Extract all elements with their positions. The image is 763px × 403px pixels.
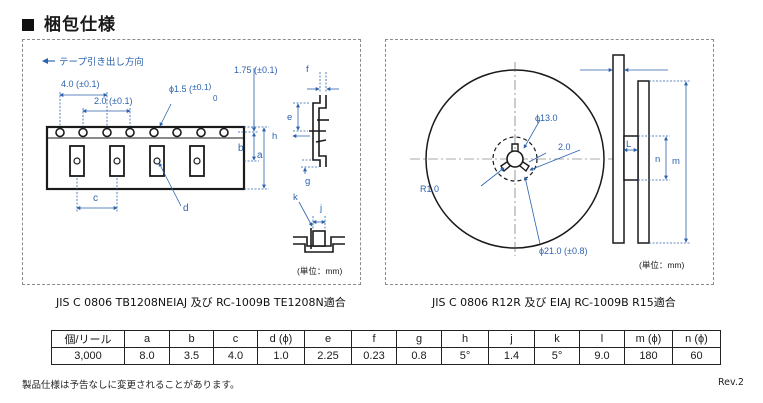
right-diagram-caption: JIS C 0806 R12R 及び EIAJ RC-1009B R15適合 xyxy=(432,296,676,309)
dim-g-label: g xyxy=(305,176,310,187)
dim-p0-label: 4.0 (±0.1) xyxy=(61,79,99,89)
reel-hole-diameter-label: ϕ21.0 (±0.8) xyxy=(539,246,588,256)
left-unit-label: (単位：mm) xyxy=(297,266,342,276)
table-header-cell: e xyxy=(304,330,352,348)
dim-e-pitch-label: 1.75 (±0.1) xyxy=(234,65,277,75)
left-diagram-caption: JIS C 0806 TB1208NEIAJ 及び RC-1009B TE120… xyxy=(56,296,346,309)
table-row: 3,000 8.0 3.5 4.0 1.0 2.25 0.23 0.8 5° 1… xyxy=(51,347,721,365)
tape-side-view xyxy=(309,95,329,167)
dim-L-label: L xyxy=(626,139,631,150)
table-cell: 8.0 xyxy=(124,347,170,365)
table-header-cell: m (ϕ) xyxy=(624,330,673,348)
hub-diameter-label: ϕ13.0 xyxy=(535,113,558,123)
dim-n-label: n xyxy=(655,154,660,165)
table-header-cell: d (ϕ) xyxy=(257,330,305,348)
revision-label: Rev.2 xyxy=(718,377,744,388)
table-header-cell: g xyxy=(396,330,442,348)
table-cell: 0.8 xyxy=(396,347,442,365)
table-cell: 180 xyxy=(624,347,673,365)
table-cell: 3,000 xyxy=(51,347,125,365)
slot-width-label: 2.0 xyxy=(558,142,571,152)
tape-diagram-panel: テープ引き出し方向 xyxy=(22,39,361,285)
disclaimer-note: 製品仕様は予告なしに変更されることがあります。 xyxy=(22,380,240,391)
table-header-cell: b xyxy=(169,330,214,348)
tape-direction-arrow: テープ引き出し方向 xyxy=(42,56,144,68)
dim-d-label: d xyxy=(183,203,189,214)
dim-j-label: j xyxy=(319,203,322,214)
table-cell: 0.23 xyxy=(351,347,397,365)
packaging-spec-table: 個/リール a b c d (ϕ) e f g h j k l m (ϕ) n … xyxy=(51,330,721,365)
component-detail-view: j k xyxy=(293,192,345,253)
reel-drawing: ϕ13.0 2.0 R1.0 ϕ21.0 (±0.8) L n m (単位：mm… xyxy=(410,54,690,270)
table-header-cell: 個/リール xyxy=(51,330,125,348)
reel-diagram-panel: ϕ13.0 2.0 R1.0 ϕ21.0 (±0.8) L n m (単位：mm… xyxy=(385,39,714,285)
dim-a-label: a xyxy=(257,150,263,161)
table-header-cell: h xyxy=(441,330,489,348)
table-cell: 60 xyxy=(672,347,721,365)
table-header-cell: f xyxy=(351,330,397,348)
table-cell: 3.5 xyxy=(169,347,214,365)
dim-h-label: h xyxy=(272,131,277,142)
table-cell: 5° xyxy=(534,347,580,365)
table-cell: 5° xyxy=(441,347,489,365)
carrier-tape-drawing: テープ引き出し方向 xyxy=(42,56,345,276)
dim-m-label: m xyxy=(672,156,680,167)
table-cell: 4.0 xyxy=(213,347,258,365)
table-header-cell: k xyxy=(534,330,580,348)
tape-direction-label: テープ引き出し方向 xyxy=(59,56,144,68)
square-bullet-icon xyxy=(22,19,34,31)
table-cell: 1.4 xyxy=(488,347,535,365)
table-header-cell: a xyxy=(124,330,170,348)
carrier-tape-body xyxy=(45,125,246,191)
dim-b-label: b xyxy=(238,143,244,154)
hole-tolerance-zero: 0 xyxy=(213,94,218,103)
table-cell: 2.25 xyxy=(304,347,352,365)
dim-e-label: e xyxy=(287,112,292,123)
dim-f-label: f xyxy=(306,64,309,75)
table-cell: 1.0 xyxy=(257,347,305,365)
dim-c-label: c xyxy=(93,193,98,204)
right-unit-label: (単位：mm) xyxy=(639,260,684,270)
dim-k-label: k xyxy=(293,192,298,203)
dim-p2-label: 2.0 (±0.1) xyxy=(94,96,132,106)
hole-diameter-label: ϕ1.5 (±0.1) xyxy=(169,81,212,94)
table-cell: 9.0 xyxy=(579,347,625,365)
section-title: 梱包仕様 xyxy=(22,10,116,35)
table-header-cell: c xyxy=(213,330,258,348)
section-title-text: 梱包仕様 xyxy=(44,15,116,35)
reel-front-view xyxy=(410,62,618,256)
table-header-cell: j xyxy=(488,330,535,348)
table-header-cell: n (ϕ) xyxy=(672,330,721,348)
table-header-row: 個/リール a b c d (ϕ) e f g h j k l m (ϕ) n … xyxy=(51,330,721,348)
hub-radius-label: R1.0 xyxy=(420,184,439,194)
table-header-cell: l xyxy=(579,330,625,348)
